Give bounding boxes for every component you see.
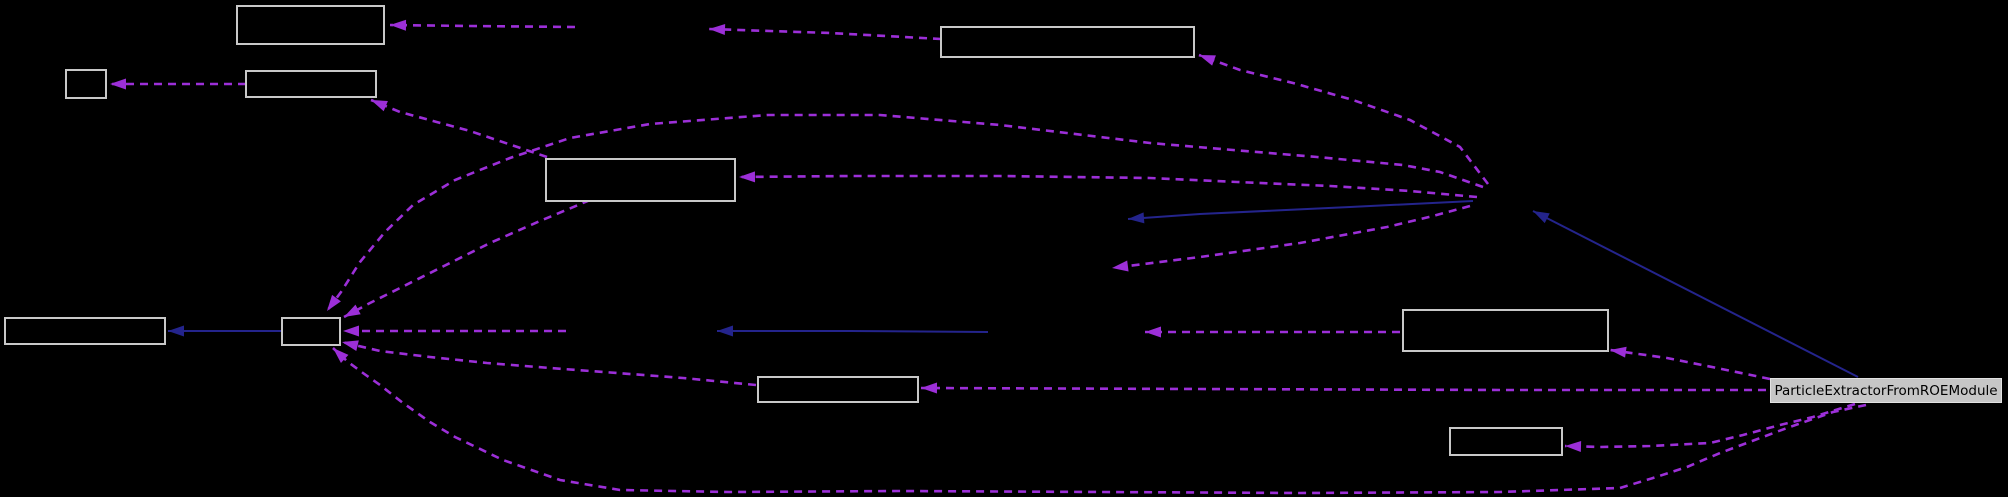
edge-hub-to-hidden2 — [1127, 200, 1474, 220]
arrowhead-node-e-to-node-c — [371, 100, 388, 112]
arrowhead-node-i-to-hidden5 — [1145, 326, 1161, 338]
node-b[interactable] — [65, 69, 107, 99]
arrowhead-hub-to-node-g-top-arc — [327, 294, 341, 311]
node-g[interactable] — [281, 317, 341, 346]
arrowhead-main-node-to-node-i — [1610, 346, 1627, 358]
edge-node-h-to-node-g — [341, 340, 757, 387]
edge-hub-to-node-g-top-arc — [325, 113, 1484, 312]
arrowhead-hidden1-to-node-a — [390, 19, 407, 31]
edge-main-node-to-node-i — [1609, 348, 1771, 381]
edge-node-d-to-hidden1 — [708, 27, 942, 41]
arrowhead-hub-to-node-e — [739, 171, 756, 183]
node-c[interactable] — [245, 70, 377, 98]
edge-main-node-to-node-g-bottom-arc — [332, 347, 1867, 495]
arrowhead-main-node-to-node-h — [921, 382, 938, 394]
arrowhead-hub-to-hidden3 — [1112, 260, 1129, 272]
arrowhead-node-g-to-node-f — [168, 325, 184, 337]
main-node-particle-extractor-from-roe-module[interactable]: ParticleExtractorFromROEModule — [1770, 378, 2002, 403]
edge-node-e-to-node-c — [370, 98, 548, 159]
arrowhead-main-node-to-node-j — [1565, 440, 1582, 452]
edge-node-e-to-node-g — [343, 198, 591, 319]
node-j[interactable] — [1449, 427, 1563, 456]
edge-main-node-to-node-j — [1564, 402, 1856, 449]
edge-hub-to-node-d — [1198, 53, 1490, 185]
arrowhead-hub-to-hidden2 — [1128, 212, 1145, 224]
arrowhead-main-node-to-hub — [1533, 211, 1550, 224]
edge-hidden1-to-node-a — [389, 23, 576, 29]
arrowhead-node-e-to-node-g — [344, 304, 361, 317]
arrowhead-hidden5-to-hidden4 — [717, 325, 733, 337]
arrowhead-hub-to-node-d — [1199, 55, 1216, 66]
edge-main-node-to-hub — [1532, 210, 1859, 378]
node-h[interactable] — [757, 376, 919, 403]
node-i[interactable] — [1402, 309, 1609, 352]
arrowhead-node-h-to-node-g — [342, 340, 359, 352]
arrowhead-node-d-to-hidden1 — [709, 24, 726, 36]
edge-hub-to-hidden3 — [1111, 204, 1471, 270]
node-d[interactable] — [940, 26, 1195, 58]
node-e[interactable] — [545, 158, 736, 202]
arrowhead-node-c-to-node-b — [110, 78, 126, 90]
node-a[interactable] — [236, 5, 385, 45]
node-f[interactable] — [4, 317, 166, 345]
edge-main-node-to-node-h — [920, 386, 1766, 392]
arrowhead-hidden4-to-node-g — [343, 325, 359, 337]
edge-hub-to-node-e — [738, 174, 1478, 199]
edge-hidden5-to-hidden4 — [717, 330, 989, 333]
arrowhead-main-node-to-node-g-bottom-arc — [333, 348, 349, 363]
